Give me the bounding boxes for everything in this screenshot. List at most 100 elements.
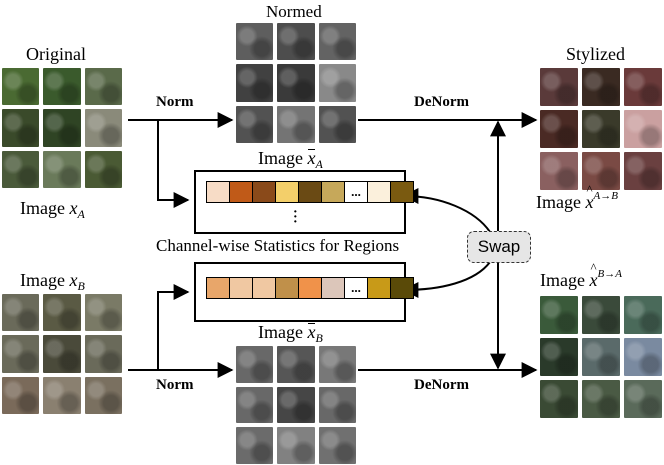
image-tile: [84, 68, 122, 106]
image-tile: [236, 105, 274, 143]
stats-b-swatch: [253, 278, 276, 298]
swap-button: Swap: [467, 231, 531, 263]
image-tile: [2, 335, 40, 373]
stats-a-ellipsis: ...: [345, 182, 368, 202]
image-tile: [540, 68, 578, 106]
image-tile: [236, 386, 274, 424]
normed-image-b-mosaic: [236, 346, 356, 464]
swap-curve-bottom: [402, 261, 491, 298]
stats-b-swatch: [299, 278, 322, 298]
image-tile: [84, 376, 122, 414]
image-tile: [582, 338, 620, 376]
image-tile: [624, 68, 662, 106]
image-tile: [624, 338, 662, 376]
image-tile: [540, 110, 578, 148]
stats-b-swatch: [230, 278, 253, 298]
stats-branch-arrow-bottom: [157, 284, 190, 370]
image-xhat-ab-label: Image xA→B: [536, 182, 618, 213]
image-tile: [318, 64, 356, 102]
image-tile: [2, 376, 40, 414]
norm-label-bottom: Norm: [156, 377, 194, 393]
denorm-label-top: DeNorm: [414, 94, 469, 110]
stylized-label: Stylized: [566, 44, 625, 64]
denorm-label-bottom: DeNorm: [414, 377, 469, 393]
image-tile: [318, 427, 356, 464]
stats-box-a: ... ···: [194, 170, 414, 234]
image-tile: [84, 294, 122, 332]
image-tile: [277, 105, 315, 143]
image-tile: [277, 23, 315, 61]
stylized-image-ba-mosaic: [540, 296, 662, 418]
image-tile: [43, 294, 81, 332]
stats-b-swatch: [207, 278, 230, 298]
stats-a-swatch: [253, 182, 276, 202]
image-tile: [43, 109, 81, 147]
stats-b-swatch: [368, 278, 391, 298]
image-tile: [43, 376, 81, 414]
image-tile: [2, 150, 40, 188]
image-tile: [624, 380, 662, 418]
original-image-b-mosaic: [2, 294, 122, 414]
stats-a-swatch: [230, 182, 253, 202]
image-tile: [236, 23, 274, 61]
stats-box-b: ...: [194, 262, 414, 322]
image-tile: [540, 380, 578, 418]
channel-stats-label: Channel-wise Statistics for Regions: [156, 236, 400, 255]
image-tile: [2, 109, 40, 147]
image-tile: [43, 68, 81, 106]
image-tile: [318, 105, 356, 143]
stylized-image-ab-mosaic: [540, 68, 662, 190]
original-image-a-mosaic: [2, 68, 122, 188]
image-tile: [277, 386, 315, 424]
stats-a-swatch: [322, 182, 345, 202]
normed-label: Normed: [266, 2, 322, 21]
stats-branch-arrow-top: [157, 120, 190, 208]
image-xbar-b-label: Image xB: [258, 322, 323, 345]
image-xa-label: Image xA: [20, 198, 85, 221]
swap-curve-top: [402, 188, 491, 233]
image-tile: [318, 23, 356, 61]
stats-strip-a: ...: [206, 181, 414, 203]
stats-b-swatch: [322, 278, 345, 298]
image-tile: [236, 64, 274, 102]
image-tile: [624, 152, 662, 190]
image-tile: [2, 68, 40, 106]
image-tile: [43, 150, 81, 188]
image-tile: [84, 335, 122, 373]
stats-a-swatch: [299, 182, 322, 202]
image-tile: [2, 294, 40, 332]
image-tile: [582, 110, 620, 148]
image-tile: [582, 68, 620, 106]
normed-image-a-mosaic: [236, 23, 356, 143]
image-xhat-ba-label: Image xB→A: [540, 260, 622, 291]
stats-a-swatch: [368, 182, 391, 202]
image-tile: [540, 152, 578, 190]
image-tile: [582, 380, 620, 418]
image-tile: [582, 296, 620, 334]
image-tile: [43, 335, 81, 373]
image-xb-label: Image xB: [20, 270, 85, 293]
image-tile: [236, 346, 274, 383]
stats-b-ellipsis: ...: [345, 278, 368, 298]
image-tile: [84, 150, 122, 188]
image-tile: [624, 296, 662, 334]
stats-b-swatch: [276, 278, 299, 298]
image-tile: [624, 110, 662, 148]
image-tile: [236, 427, 274, 464]
image-tile: [277, 346, 315, 383]
stats-strip-b: ...: [206, 277, 414, 299]
stats-a-swatch: [207, 182, 230, 202]
norm-label-top: Norm: [156, 94, 194, 110]
stats-b-swatch: [391, 278, 413, 298]
stats-a-swatch: [391, 182, 413, 202]
image-tile: [84, 109, 122, 147]
image-tile: [318, 346, 356, 383]
vertical-dots-a: ···: [293, 205, 298, 230]
image-tile: [540, 338, 578, 376]
stats-a-swatch: [276, 182, 299, 202]
image-tile: [277, 64, 315, 102]
image-tile: [318, 386, 356, 424]
original-label: Original: [26, 44, 86, 64]
image-xbar-a-label: Image xA: [258, 148, 323, 171]
